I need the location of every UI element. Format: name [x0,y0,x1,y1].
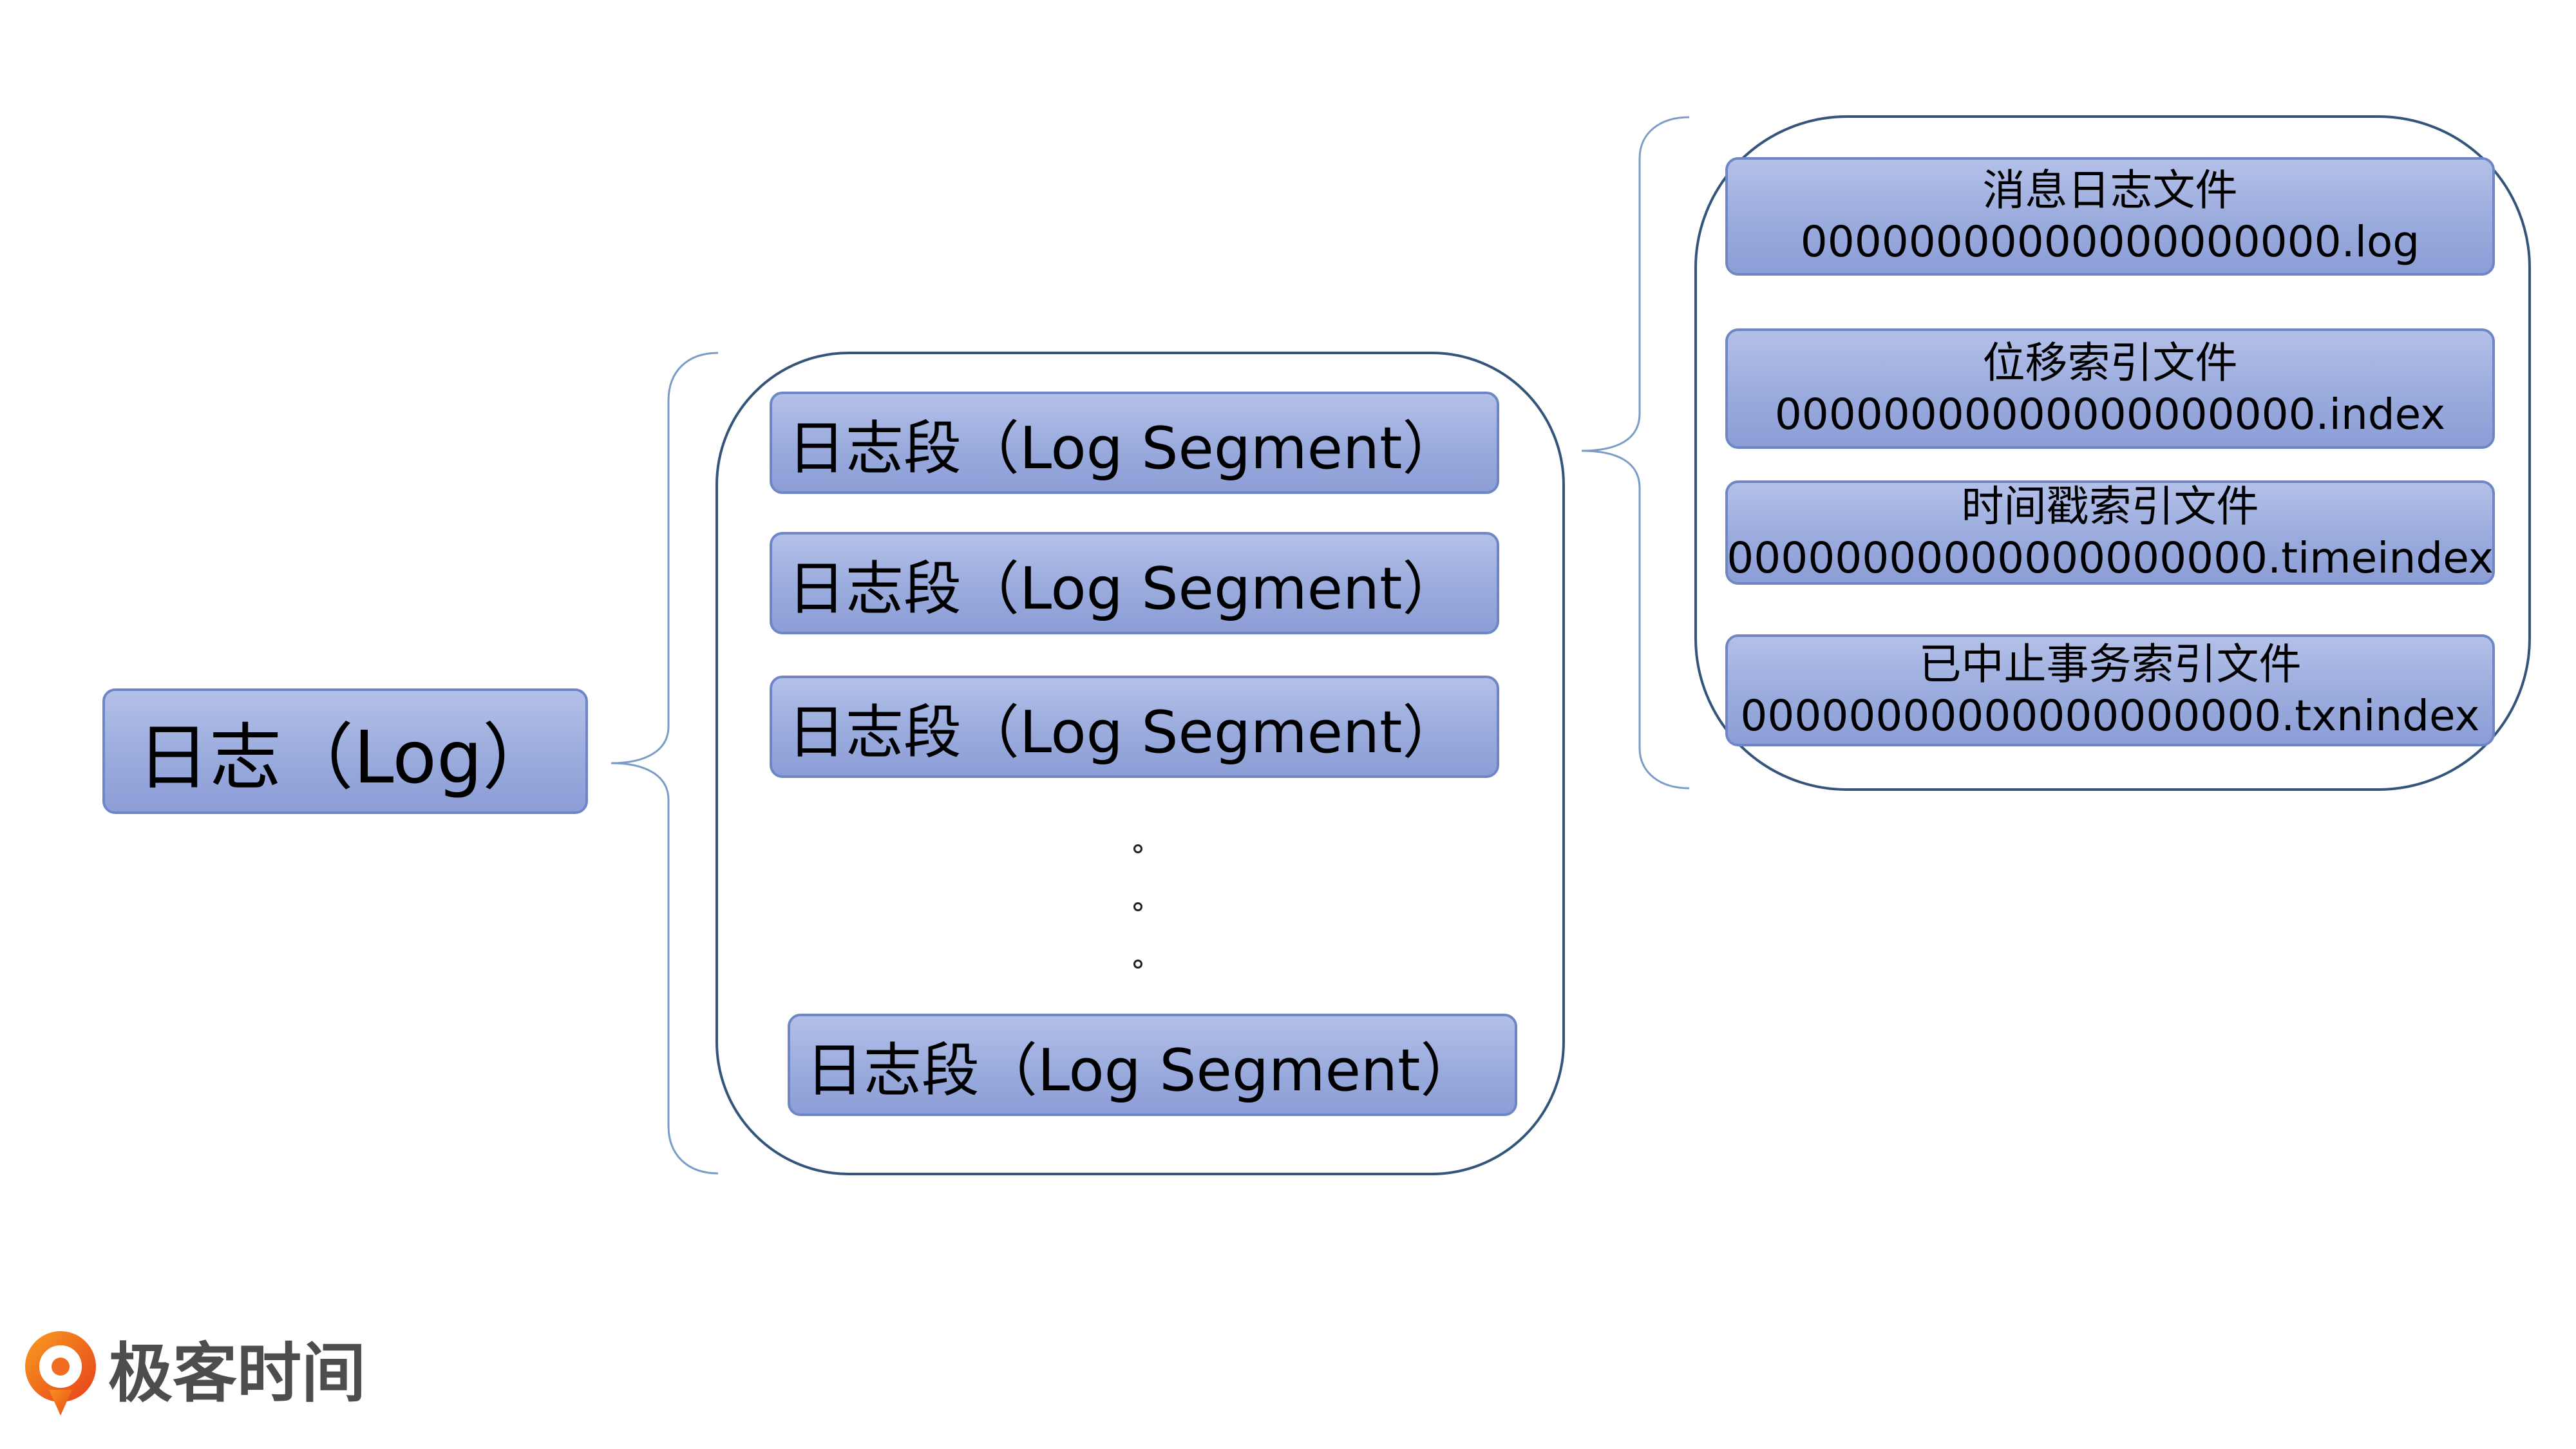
file-node-log: 消息日志文件 00000000000000000000.log [1725,157,2495,276]
file-title: 已中止事务索引文件 [1918,639,2302,689]
log-segment-label: 日志段（Log Segment） [788,414,1461,482]
file-container [1694,115,2531,791]
file-node-txnindex: 已中止事务索引文件 00000000000000000000.txnindex [1725,634,2495,746]
log-segment-node: 日志段（Log Segment） [788,1014,1517,1116]
ellipsis-dot [1133,902,1142,911]
ellipsis-dot [1133,844,1142,853]
file-title: 消息日志文件 [1982,166,2238,215]
ellipsis-dot [1133,960,1142,969]
segment-container [715,352,1565,1175]
file-title: 时间戳索引文件 [1961,482,2259,531]
file-name: 00000000000000000000.txnindex [1740,691,2480,741]
file-name: 00000000000000000000.index [1774,389,2446,439]
file-title: 位移索引文件 [1982,337,2238,388]
log-segment-node: 日志段（Log Segment） [770,676,1499,778]
log-node: 日志（Log） [102,688,588,814]
left-brace [611,352,719,1175]
log-node-label: 日志（Log） [137,715,555,800]
log-segment-label: 日志段（Log Segment） [788,698,1461,766]
geektime-logo-icon [25,1331,96,1416]
file-name: 00000000000000000000.log [1800,217,2420,267]
log-segment-node: 日志段（Log Segment） [770,392,1499,494]
log-segment-label: 日志段（Log Segment） [806,1036,1479,1104]
log-segment-label: 日志段（Log Segment） [788,554,1461,623]
file-name: 00000000000000000000.timeindex [1727,533,2494,583]
geektime-logo-text: 极客时间 [108,1336,366,1411]
file-node-timeindex: 时间戳索引文件 00000000000000000000.timeindex [1725,480,2495,585]
right-brace [1581,116,1690,790]
file-node-index: 位移索引文件 00000000000000000000.index [1725,328,2495,449]
log-segment-node: 日志段（Log Segment） [770,532,1499,634]
